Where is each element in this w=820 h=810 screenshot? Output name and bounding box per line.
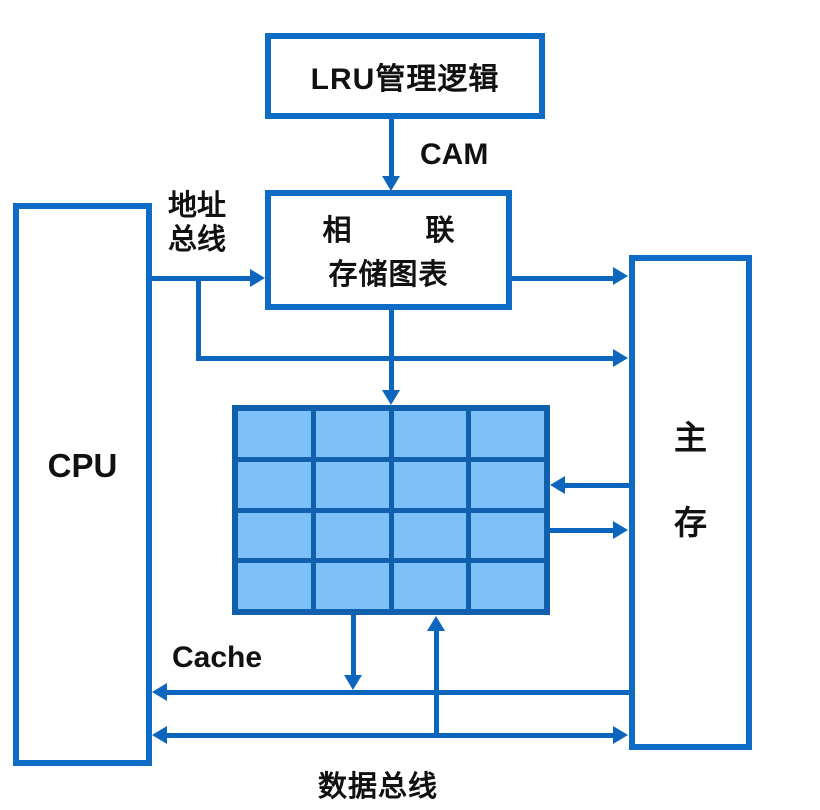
label-address-bus-line1: 地址 [168,190,227,222]
assoc-to-memory-arrowhead [613,267,628,285]
associative-table-char-left: 相 [322,215,352,247]
connector-cache-to-memory [550,528,613,533]
connector-lru-to-assoc [389,119,394,179]
cache-cell [393,411,467,457]
databus-line2-memory-arrowhead [613,726,628,744]
cache-cell [238,563,311,609]
label-data-bus: 数据总线 [318,771,439,803]
connector-databus-to-cache [434,631,439,735]
cpu-to-assoc-arrowhead [250,269,265,287]
node-main-memory: 主 存 [629,255,752,750]
lru-logic-label: LRU管理逻辑 [310,63,500,96]
cpu-label: CPU [47,447,118,484]
cache-cell [393,512,467,559]
lru-to-assoc-arrowhead [382,176,400,191]
label-address-bus: 地址 总线 [168,189,226,257]
connector-memory-to-cache [563,483,629,488]
cache-cell [471,563,544,609]
cache-cell [238,461,311,508]
node-cpu: CPU [13,203,152,766]
cache-cell [471,461,544,508]
assoc-to-cache-arrowhead [382,390,400,405]
connector-address-to-memory [196,356,613,361]
label-cache: Cache [172,641,263,674]
databus-line1-cpu-arrowhead [152,683,167,701]
main-memory-label-char2: 存 [674,504,707,541]
cache-to-memory-arrowhead [613,521,628,539]
cache-cell [471,512,544,559]
node-associative-table: 相 联 存储图表 [265,190,512,310]
cache-cell [471,411,544,457]
cache-cell [393,563,467,609]
connector-address-branch-vertical [196,278,201,358]
cache-cell [238,512,311,559]
cache-to-databus-arrowhead [344,675,362,690]
cache-cell [393,461,467,508]
memory-to-cache-arrowhead [550,476,565,494]
associative-table-label-line1: 相 联 [323,207,455,249]
databus-to-cache-arrowhead [427,616,445,631]
cache-cell [315,411,389,457]
cache-cell [315,512,389,559]
associative-table-label-line2: 存储图表 [328,259,449,291]
connector-assoc-to-cache [389,310,394,390]
connector-cpu-to-assoc [152,276,250,281]
label-address-bus-line2: 总线 [168,224,227,256]
connector-databus-line1 [167,690,629,695]
cache-grid [232,405,550,615]
cache-cell [315,563,389,609]
label-cam: CAM [420,138,489,171]
connector-databus-line2 [167,733,613,738]
associative-table-char-right: 联 [425,215,455,247]
cache-cell [238,411,311,457]
connector-assoc-to-memory [512,276,613,281]
cache-cell [315,461,389,508]
databus-line2-cpu-arrowhead [152,726,167,744]
connector-cache-to-databus [351,615,356,675]
main-memory-label-char1: 主 [674,419,707,456]
address-to-memory-arrowhead [613,349,628,367]
node-lru-logic: LRU管理逻辑 [265,33,545,119]
